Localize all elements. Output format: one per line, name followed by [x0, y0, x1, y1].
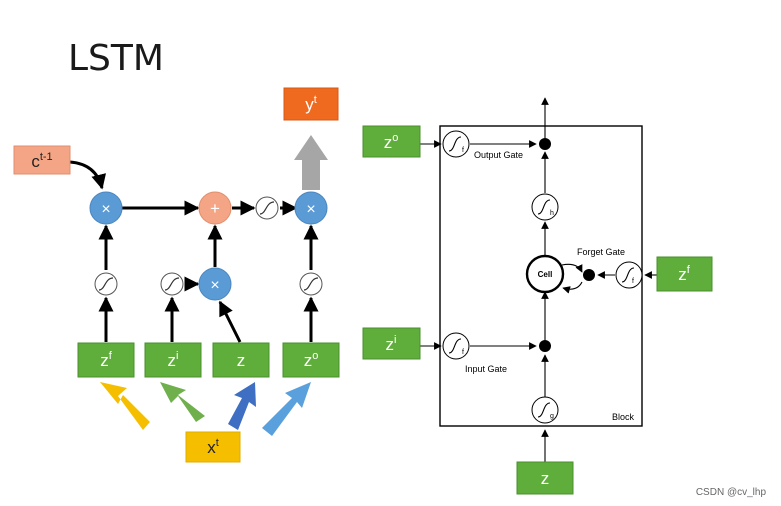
cell-loop-bottom: [562, 281, 583, 294]
blue-input-arrow: [228, 382, 256, 430]
x-input-label: xt: [207, 437, 219, 457]
c-prev-box: [13, 145, 71, 175]
y-output-box: [283, 87, 339, 121]
zf-label: zf: [100, 350, 113, 370]
add-symbol: +: [210, 199, 220, 218]
cell-activation-sigmoid-icon: [255, 196, 279, 220]
sigmoid-curve-icon: [259, 201, 275, 215]
output-grey-arrow: [294, 135, 328, 190]
input-sigmoid-icon: [160, 272, 184, 296]
zi-box: [144, 342, 202, 378]
zi-label: zi: [168, 350, 179, 370]
x-input-box: [185, 431, 241, 463]
yellow-input-arrow: [100, 382, 150, 430]
zf-box: [77, 342, 135, 378]
sigmoid-curve-icon: [621, 267, 635, 283]
h-sub: h: [550, 210, 554, 217]
g-activation-icon: [531, 396, 559, 424]
cell-loop-top: [561, 263, 583, 273]
h-activation-icon: [531, 193, 559, 221]
forget-gate-activation-icon: [615, 261, 643, 289]
z-diag-line: [218, 300, 242, 343]
output-gate-activation-icon: [442, 130, 470, 158]
cell-node: [525, 254, 565, 294]
input-gate-sub: f: [462, 349, 464, 356]
input-multiply-node: [198, 267, 232, 301]
watermark: CSDN @cv_lhp: [696, 487, 767, 498]
right-zf-label: zf: [678, 264, 691, 284]
right-zi-label: zi: [386, 334, 397, 354]
forget-gate-sub: f: [632, 278, 634, 285]
output-sigmoid-icon: [299, 272, 323, 296]
c-prev-arrow: [69, 160, 106, 190]
sigmoid-curve-icon: [98, 277, 114, 291]
sigmoid-curve-icon: [448, 338, 462, 354]
output-gate-sub: f: [462, 147, 464, 154]
sigmoid-curve-icon: [303, 277, 319, 291]
page-title: LSTM: [68, 38, 164, 79]
lightblue-input-arrow: [262, 382, 311, 436]
sigmoid-curve-icon: [537, 199, 551, 215]
right-z-label: z: [541, 469, 550, 488]
block-label: Block: [612, 412, 635, 422]
g-sub: g: [550, 413, 554, 420]
c-prev-label: ct-1: [31, 151, 52, 171]
right-zi-box: [362, 327, 421, 360]
input-gate-label: Input Gate: [465, 364, 507, 374]
sigmoid-curve-icon: [448, 136, 462, 152]
sigmoid-curve-icon: [537, 402, 551, 418]
output-gate-label: Output Gate: [474, 150, 523, 160]
right-zo-label: zo: [384, 132, 399, 152]
input-mult-dot: [539, 340, 551, 352]
input-multiply-symbol: ×: [210, 277, 219, 294]
z-label: z: [237, 351, 246, 370]
green-input-arrow: [160, 382, 205, 422]
forget-multiply-symbol: ×: [101, 201, 110, 218]
output-multiply-symbol: ×: [306, 201, 315, 218]
right-zf-box: [656, 256, 713, 292]
cell-label: Cell: [538, 270, 553, 279]
input-gate-activation-icon: [442, 332, 470, 360]
z-box: [212, 342, 270, 378]
forget-gate-label: Forget Gate: [577, 247, 625, 257]
output-mult-dot: [539, 138, 551, 150]
zo-label: zo: [304, 350, 319, 370]
output-multiply-node: [294, 191, 328, 225]
forget-multiply-node: [89, 191, 123, 225]
right-z-box: [516, 461, 574, 495]
right-zo-box: [362, 125, 421, 158]
forget-sigmoid-icon: [94, 272, 118, 296]
forget-mult-dot: [583, 269, 595, 281]
zo-box: [282, 342, 340, 378]
add-node: [198, 191, 232, 225]
sigmoid-curve-icon: [164, 277, 180, 291]
y-output-label: yt: [305, 94, 317, 114]
